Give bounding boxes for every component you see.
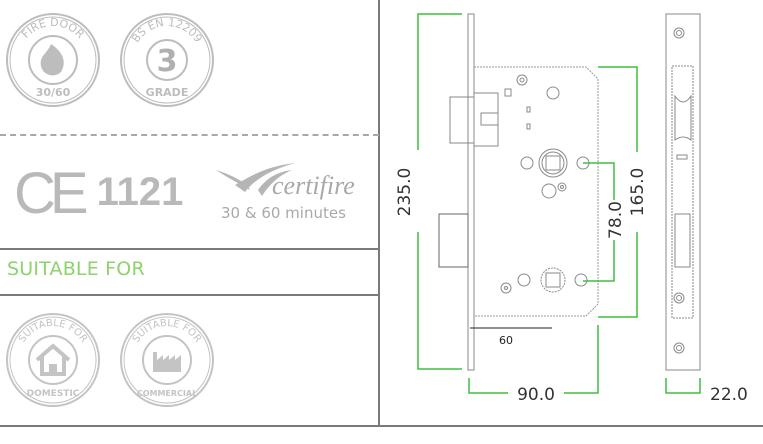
dim-case-depth: 90.0 (517, 385, 555, 405)
dim-centres: 78.0 (606, 201, 626, 239)
cylinder-hub (540, 267, 566, 293)
suitable-for-heading: SUITABLE FOR (7, 258, 145, 280)
lock-case (474, 66, 599, 317)
faceplate (467, 13, 475, 371)
fire-door-badge-bottom: 30/60 (36, 86, 71, 99)
bs-en-badge-grade: 3 (157, 44, 178, 79)
certifire-name: certifire (272, 171, 355, 200)
dim-overall-height: 235.0 (395, 168, 415, 217)
ce-mark-logo: CE (14, 161, 89, 226)
certifire-logo-icon (216, 163, 295, 196)
deadbolt (438, 213, 469, 268)
bs-en-badge: 3 BS EN 12209 GRADE (120, 13, 214, 107)
latch-bolt (449, 96, 475, 144)
dim-backset: 60 (499, 334, 513, 347)
commercial-badge-bottom: COMMERCIAL (137, 389, 197, 398)
ce-number: 1121 (96, 170, 184, 214)
bs-en-badge-bottom: GRADE (146, 86, 189, 99)
latch-housing (473, 92, 499, 147)
domestic-badge-bottom: DOMESTIC (27, 389, 80, 399)
divider-top-heading (0, 248, 379, 250)
badges-layer: FIRE DOOR 30/60 3 BS EN 12209 GRADE SUIT… (6, 13, 295, 407)
divider-bottom-heading (0, 294, 379, 296)
dim-forend-width: 22.0 (710, 385, 748, 405)
latch-tongue (480, 112, 499, 126)
panel-divider-vertical (378, 0, 380, 426)
divider-bottom (0, 425, 763, 427)
dashed-divider (0, 134, 379, 136)
follower-hub (538, 148, 568, 178)
dim-case-height: 165.0 (628, 168, 648, 217)
factory-icon (153, 352, 181, 372)
certifire-rating: 30 & 60 minutes (221, 204, 346, 222)
forend-plate (665, 13, 701, 371)
fire-door-badge: FIRE DOOR 30/60 (6, 13, 100, 107)
flame-icon (40, 44, 64, 76)
dimension-lines (417, 13, 701, 394)
